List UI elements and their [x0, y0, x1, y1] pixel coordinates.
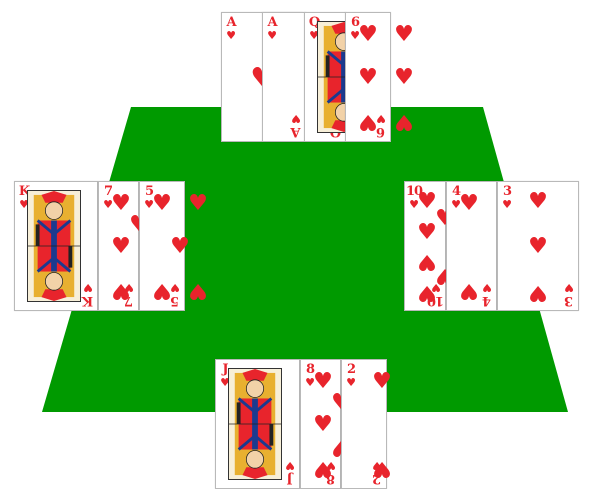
card-rank: 3: [503, 185, 511, 198]
heart-pip-icon: ♥: [111, 193, 131, 215]
card-corner-index: 4♥: [481, 282, 493, 307]
card-south-2[interactable]: 8♥8♥♥♥♥♥♥♥♥♥: [300, 359, 341, 489]
heart-icon: ♥: [83, 282, 93, 293]
card-west-2[interactable]: 7♥7♥♥♥♥♥♥♥♥: [98, 181, 139, 311]
card-rank: K: [83, 294, 93, 307]
card-north-3[interactable]: Q♥Q♥: [304, 12, 346, 142]
heart-pip-icon: ♥: [417, 191, 437, 213]
card-west-1[interactable]: K♥K♥: [14, 181, 98, 311]
card-rank: 6: [377, 125, 385, 138]
card-north-4[interactable]: 6♥6♥♥♥♥♥♥♥: [345, 12, 391, 142]
heart-pip-icon: ♥: [417, 250, 437, 272]
heart-pip-icon: ♥: [372, 371, 392, 393]
card-north-2[interactable]: A♥A♥: [262, 12, 306, 142]
card-rank: 4: [483, 294, 491, 307]
heart-pip-icon: ♥: [459, 279, 479, 301]
heart-pip-icon: ♥: [417, 222, 437, 244]
heart-pip-icon: ♥: [394, 67, 414, 89]
heart-icon: ♥: [226, 30, 236, 41]
heart-icon: ♥: [564, 282, 574, 293]
card-corner-index: A♥: [225, 16, 237, 41]
heart-pip-icon: ♥: [188, 279, 208, 301]
heart-pip-icon: ♥: [358, 24, 378, 46]
heart-pip-icon: ♥: [372, 457, 392, 479]
card-rank: 5: [171, 294, 179, 307]
card-rank: J: [222, 363, 227, 376]
card-corner-index: 3♥: [501, 185, 513, 210]
court-figure-image: [228, 368, 282, 480]
card-south-3[interactable]: 2♥2♥♥♥: [341, 359, 387, 489]
heart-pip-icon: ♥: [358, 67, 378, 89]
card-west-3[interactable]: 5♥5♥♥♥♥♥♥: [139, 181, 185, 311]
card-east-2[interactable]: 4♥4♥♥♥♥♥: [446, 181, 497, 311]
card-rank: A: [226, 16, 235, 29]
heart-pip-icon: ♥: [394, 110, 414, 132]
card-corner-index: J♥: [284, 460, 296, 485]
card-corner-index: 2♥: [345, 363, 357, 388]
card-corner-index: A♥: [290, 113, 302, 138]
card-south-1[interactable]: J♥J♥: [215, 359, 300, 489]
card-rank: A: [267, 16, 276, 29]
card-corner-index: 3♥: [563, 282, 575, 307]
heart-icon: ♥: [291, 113, 301, 124]
heart-pip-icon: ♥: [528, 281, 548, 303]
heart-pip-icon: ♥: [528, 191, 548, 213]
heart-pip-icon: ♥: [313, 457, 333, 479]
heart-pip-icon: ♥: [358, 110, 378, 132]
card-rank: 2: [347, 363, 355, 376]
heart-icon: ♥: [346, 377, 356, 388]
heart-pip-icon: ♥: [111, 279, 131, 301]
heart-pip-icon: ♥: [459, 193, 479, 215]
heart-pip-icon: ♥: [313, 414, 333, 436]
heart-icon: ♥: [267, 30, 277, 41]
heart-pip-icon: ♥: [152, 279, 172, 301]
heart-pip-icon: ♥: [152, 193, 172, 215]
heart-pip-icon: ♥: [170, 236, 190, 258]
card-rank: J: [287, 472, 292, 485]
card-east-3[interactable]: 3♥3♥♥♥♥: [497, 181, 579, 311]
card-corner-index: K♥: [82, 282, 94, 307]
heart-pip-icon: ♥: [417, 281, 437, 303]
heart-icon: ♥: [285, 460, 295, 471]
heart-icon: ♥: [502, 199, 512, 210]
heart-icon: ♥: [482, 282, 492, 293]
card-rank: 3: [565, 294, 573, 307]
heart-pip-icon: ♥: [313, 371, 333, 393]
court-figure-image: [27, 190, 81, 302]
card-corner-index: A♥: [266, 16, 278, 41]
card-east-1[interactable]: 10♥10♥♥♥♥♥♥♥♥♥♥♥: [404, 181, 446, 311]
heart-pip-icon: ♥: [111, 236, 131, 258]
heart-pip-icon: ♥: [394, 24, 414, 46]
heart-pip-icon: ♥: [528, 236, 548, 258]
card-rank: A: [291, 125, 300, 138]
heart-pip-icon: ♥: [188, 193, 208, 215]
